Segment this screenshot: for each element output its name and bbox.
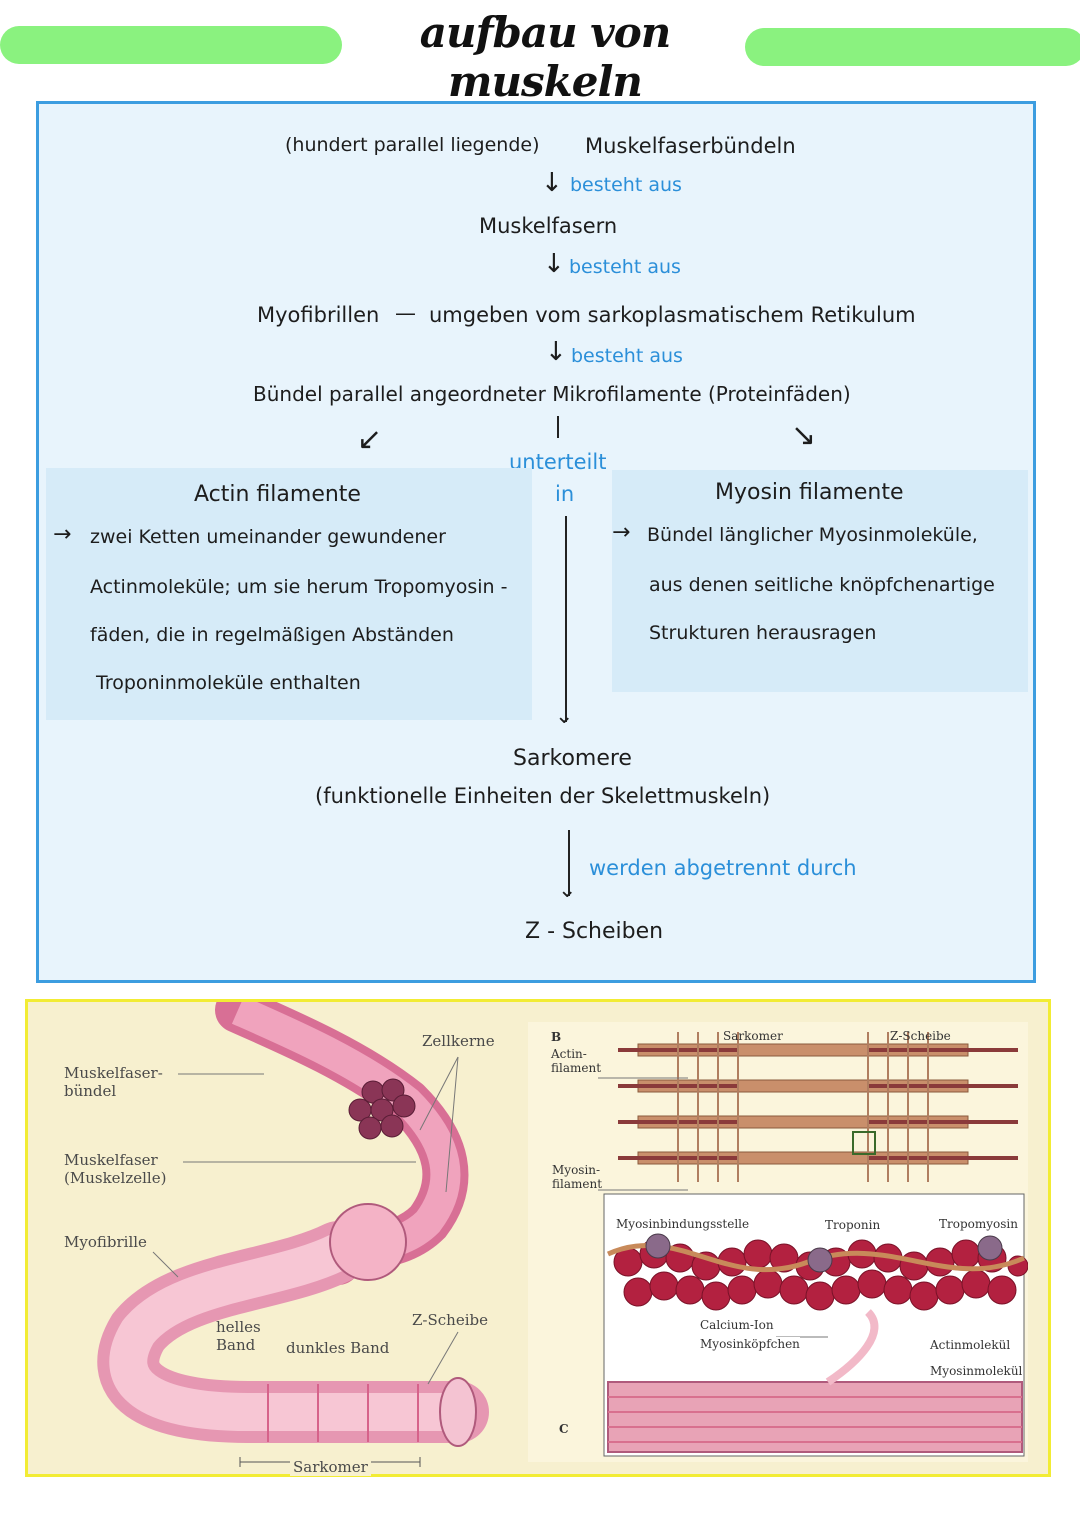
actin-line: zwei Ketten umeinander gewundener	[90, 526, 446, 548]
label-calcium-ion: Calcium-Ion	[700, 1318, 774, 1333]
label-sarkomer: Sarkomer	[290, 1458, 371, 1476]
arrow-head-icon: ⌄	[558, 878, 577, 903]
split-label-2: in	[555, 482, 575, 506]
label-tropomyosin: Tropomyosin	[939, 1217, 1018, 1232]
arrow-down-right-icon: ↘	[791, 418, 817, 453]
down-arrow-icon: ↓	[541, 168, 563, 198]
label-myofibrille: Myofibrille	[64, 1233, 147, 1251]
actin-line: Actinmoleküle; um sie herum Tropomyosin …	[90, 576, 508, 598]
down-arrow-icon: ↓	[543, 249, 565, 279]
flow-level6: Z - Scheiben	[525, 919, 664, 944]
actin-line: fäden, die in regelmäßigen Abständen	[90, 624, 454, 646]
flow-level5: Sarkomere	[513, 746, 632, 771]
arrow-right-icon: →	[53, 522, 72, 547]
label-myosinkoepfchen: Myosinköpfchen	[700, 1337, 800, 1352]
flow-relation5: werden abgetrennt durch	[589, 856, 857, 880]
flow-level1: Muskelfaserbündeln	[585, 134, 796, 158]
label-myosin-filament: Myosin-filament	[552, 1163, 603, 1192]
myosin-heading: Myosin filamente	[715, 480, 904, 505]
actin-line: Troponinmoleküle enthalten	[96, 672, 361, 694]
flow-level3-right: umgeben vom sarkoplasmatischem Retikulum	[429, 303, 916, 327]
page-title: aufbau von muskeln	[419, 8, 672, 106]
label-muskelfaser: Muskelfaser(Muskelzelle)	[64, 1151, 167, 1187]
arrow-head-icon: ⌄	[555, 704, 574, 729]
myosin-line: Strukturen herausragen	[649, 622, 877, 644]
structure-flow-box: (hundert parallel liegende) Muskelfaserb…	[36, 101, 1036, 983]
arrow-down-left-icon: ↙	[357, 422, 383, 457]
sarcomere-detail-illustration	[528, 1022, 1028, 1462]
label-myosinmolekuel: Myosinmolekül	[930, 1364, 1023, 1379]
title-highlight-right	[745, 28, 1080, 66]
label-myosinbindungsstelle: Myosinbindungsstelle	[616, 1217, 750, 1232]
title-highlight-left	[0, 26, 342, 64]
arrow-shaft	[565, 516, 567, 722]
flow-level2: Muskelfasern	[479, 214, 618, 238]
label-zellkerne: Zellkerne	[422, 1032, 495, 1050]
flow-level4: Bündel parallel angeordneter Mikrofilame…	[253, 382, 851, 406]
flow-relation2: besteht aus	[569, 256, 681, 278]
flow-relation3: besteht aus	[571, 345, 683, 367]
panel-b-label: B	[551, 1030, 562, 1044]
muscle-figure-box: Muskelfaser-bündel Muskelfaser(Muskelzel…	[25, 999, 1051, 1477]
label-actin-filament: Actin-filament	[551, 1047, 602, 1076]
myosin-line: Bündel länglicher Myosinmoleküle,	[647, 524, 978, 546]
actin-heading: Actin filamente	[194, 482, 361, 507]
label-z-scheibe: Z-Scheibe	[890, 1029, 951, 1043]
label-dunkles-band: dunkles Band	[286, 1339, 390, 1357]
label-muskelfaserbuendel: Muskelfaser-bündel	[64, 1064, 163, 1100]
myosin-panel: Myosin filamente → Bündel länglicher Myo…	[612, 470, 1028, 692]
label-z-scheibe: Z-Scheibe	[412, 1311, 488, 1329]
flow-relation1: besteht aus	[570, 174, 682, 196]
flow-level3-left: Myofibrillen	[257, 303, 380, 327]
flow-level5-note: (funktionelle Einheiten der Skelettmuske…	[315, 784, 771, 808]
label-troponin: Troponin	[825, 1218, 881, 1233]
arrow-shaft	[568, 830, 570, 896]
down-arrow-icon: ↓	[545, 337, 567, 367]
flow-prefix: (hundert parallel liegende)	[285, 134, 540, 156]
label-actinmolekuel: Actinmolekül	[930, 1338, 1011, 1353]
panel-c-label: C	[559, 1422, 569, 1436]
myosin-line: aus denen seitliche knöpfchenartige	[649, 574, 995, 596]
split-tick	[557, 416, 559, 438]
label-sarkomer: Sarkomer	[723, 1029, 783, 1043]
muscle-structure-illustration	[97, 1002, 489, 1467]
dash-icon: —	[395, 301, 416, 325]
actin-panel: Actin filamente → zwei Ketten umeinander…	[46, 468, 532, 720]
arrow-right-icon: →	[612, 520, 631, 545]
